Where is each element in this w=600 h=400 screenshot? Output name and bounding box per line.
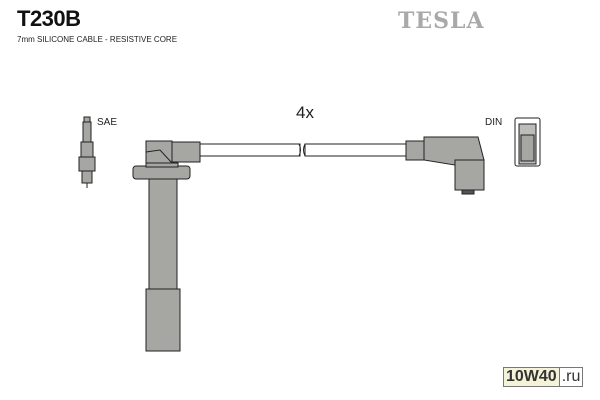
cable-description: 7mm SILICONE CABLE - RESISTIVE CORE: [17, 35, 178, 44]
din-label: DIN: [485, 117, 503, 128]
sae-label: SAE: [97, 117, 118, 128]
watermark-main: 10W40: [503, 367, 560, 387]
plug-boot: [405, 136, 485, 195]
din-terminal-icon: [514, 117, 541, 167]
watermark: 10W40 .ru: [503, 367, 584, 387]
quantity-label: 4x: [296, 103, 314, 122]
part-number-title: T230B: [17, 6, 81, 31]
spark-plug-icon: [78, 116, 96, 188]
brand-logo: TESLA: [398, 8, 485, 34]
coil-boot: [132, 140, 201, 352]
watermark-suffix: .ru: [559, 367, 584, 387]
cable: [199, 143, 407, 157]
